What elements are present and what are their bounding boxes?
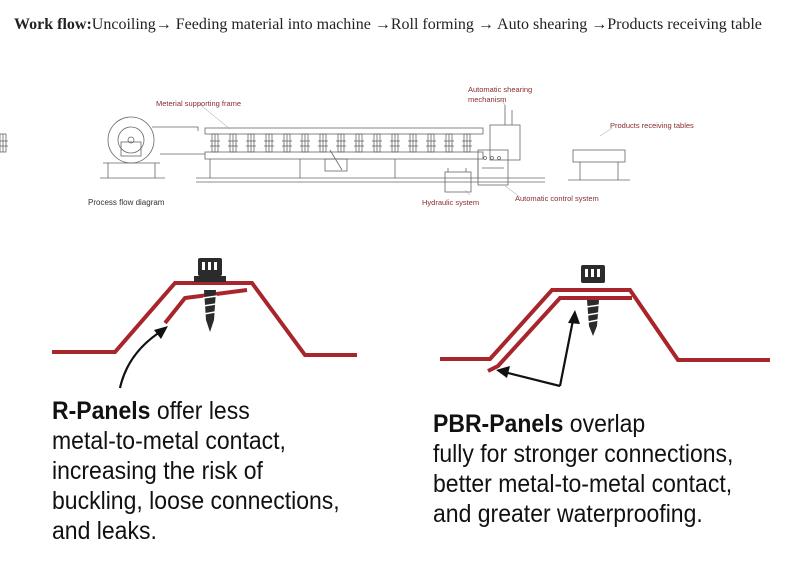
- uncoiler-icon: [100, 116, 165, 179]
- label-shearing-2: mechanism: [468, 95, 506, 104]
- pbr-panel-title: PBR-Panels: [433, 410, 564, 438]
- r-panel-screw-icon: [194, 258, 226, 332]
- r-panel-top-sheet: [52, 281, 357, 357]
- label-receiving: Products receiving tables: [610, 121, 694, 130]
- pbr-panel-screw-icon: [581, 265, 605, 336]
- process-flow-diagram: [0, 97, 630, 198]
- r-panel-arrow: [118, 326, 168, 389]
- workflow-steps: Uncoiling→ Feeding material into machine…: [91, 16, 762, 33]
- pbr-panel-lower-sheet: [487, 296, 632, 373]
- shearing-mechanism-icon: [489, 105, 521, 161]
- r-panel-illustration: [52, 281, 357, 357]
- label-material-frame: Meterial supporting frame: [156, 99, 241, 108]
- pbr-panel-illustration: [440, 288, 770, 373]
- workflow-text: Work flow:Uncoiling→ Feeding material in…: [14, 12, 784, 38]
- control-cabinet-icon: [477, 149, 509, 186]
- pbr-panel-caption: PBR-Panels overlap fully for stronger co…: [433, 410, 734, 528]
- label-shearing-1: Automatic shearing: [468, 85, 532, 94]
- hydraulic-system-icon: [444, 168, 472, 193]
- workflow-lead: Work flow:: [14, 16, 92, 33]
- receiving-table-icon: [568, 149, 630, 181]
- pbr-panel-arrows: [496, 310, 580, 388]
- r-panel-caption: R-Panels offer less metal-to-metal conta…: [52, 397, 340, 545]
- label-hydraulic: Hydraulic system: [422, 198, 479, 207]
- label-control: Automatic control system: [515, 194, 599, 203]
- r-panel-lower-sheet: [163, 288, 248, 325]
- pbr-panel-top-sheet: [440, 288, 770, 362]
- roll-forming-stands: [0, 133, 8, 153]
- r-panel-title: R-Panels: [52, 397, 151, 425]
- process-diagram-caption: Process flow diagram: [88, 198, 165, 207]
